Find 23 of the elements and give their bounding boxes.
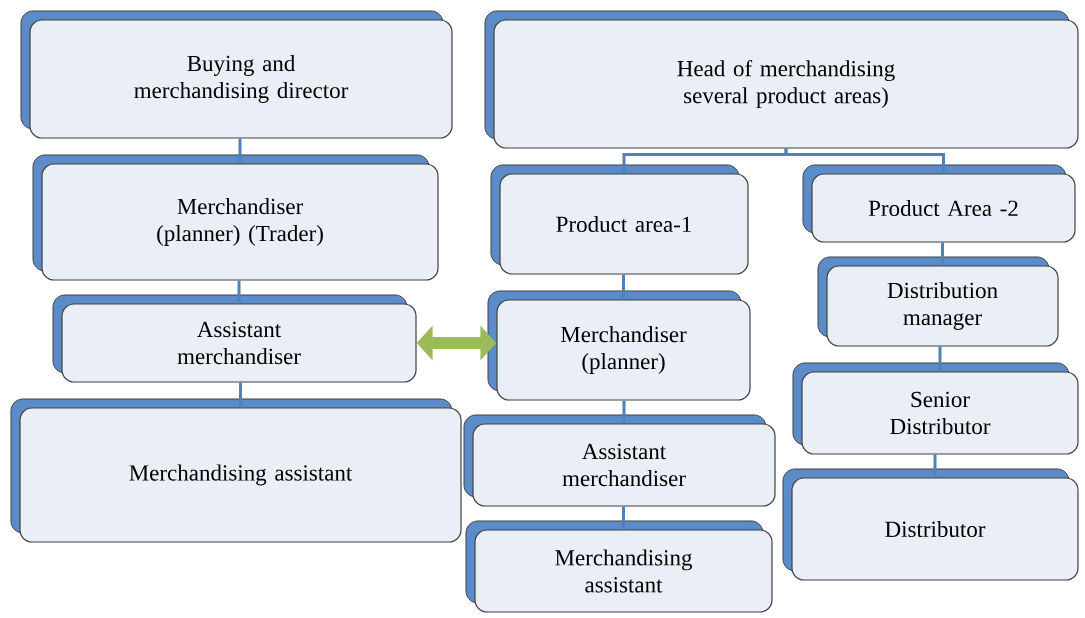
connector-line xyxy=(237,280,241,304)
org-box: Product area-1 xyxy=(490,164,749,275)
org-box: Merchandiser (planner) (Trader) xyxy=(32,154,439,281)
connector-line xyxy=(239,382,242,408)
org-box: Buying and merchandising director xyxy=(20,10,453,139)
connector-line xyxy=(933,454,937,478)
org-box: Merchandising assistant xyxy=(465,520,773,613)
connector-line xyxy=(941,242,944,266)
connector-line xyxy=(622,400,626,424)
org-box: Assistant merchandiser xyxy=(463,414,776,507)
connector-line xyxy=(622,274,625,300)
org-box: Distribution manager xyxy=(817,256,1059,347)
connector-line xyxy=(784,148,945,174)
org-box: Product Area -2 xyxy=(802,164,1076,243)
connector-line xyxy=(938,346,942,372)
org-box: Merchandiser (planner) xyxy=(487,290,751,401)
org-box: Distributor xyxy=(782,468,1079,581)
org-box: Head of merchandising several product areas) xyxy=(484,10,1079,149)
org-box: Assistant merchandiser xyxy=(52,294,417,383)
org-box: Merchandising assistant xyxy=(10,398,462,543)
connector-line xyxy=(622,506,625,530)
connector-line xyxy=(238,138,242,164)
org-box: Senior Distributor xyxy=(792,362,1079,455)
